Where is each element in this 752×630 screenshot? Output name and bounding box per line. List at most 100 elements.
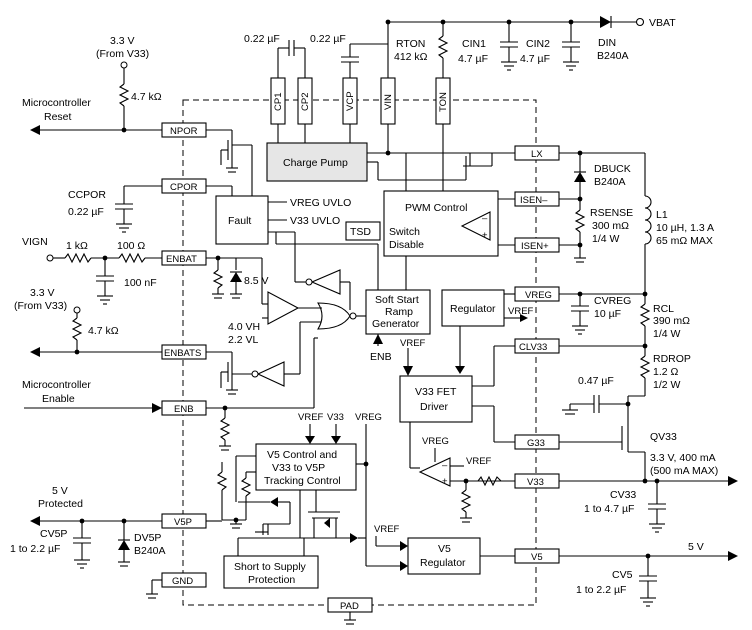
svg-text:V33 FET: V33 FET [415, 386, 457, 398]
svg-text:Driver: Driver [420, 401, 449, 413]
r47-top-value: 4.7 kΩ [131, 91, 162, 103]
rcl-value: 390 mΩ [653, 315, 690, 327]
cv5p-value: 1 to 2.2 µF [10, 543, 60, 555]
dbuck-label: DBUCK [594, 163, 631, 175]
charge-pump-block: Charge Pump [266, 142, 368, 182]
v33-top-label: 3.3 V [110, 35, 135, 47]
svg-text:–: – [442, 460, 448, 471]
rsense-label: RSENSE [590, 207, 633, 219]
rsense-value: 300 mΩ [592, 220, 629, 232]
cin1-value: 4.7 µF [458, 53, 488, 65]
cp-cap-value: 0.22 µF [244, 33, 280, 45]
l1-inductor: L1 10 µH, 1.3 A 65 mΩ MAX [642, 153, 714, 297]
cv33-value: 1 to 4.7 µF [584, 503, 634, 515]
vref-reg-label: VREF [508, 306, 534, 317]
svg-text:VIN: VIN [383, 94, 394, 110]
vbat-terminal [635, 17, 645, 27]
rsense-watt: 1/4 W [592, 233, 620, 245]
out33-label-2: (500 mA MAX) [650, 465, 718, 477]
svg-text:V5 Control and: V5 Control and [267, 449, 337, 461]
r47-mid-value: 4.7 kΩ [88, 325, 119, 337]
svg-text:TSD: TSD [350, 226, 371, 238]
din-part: B240A [597, 50, 629, 62]
svg-text:V33 to V5P: V33 to V5P [272, 462, 325, 474]
vref-v5reg-label: VREF [374, 524, 400, 535]
c047-value: 0.47 µF [578, 375, 614, 387]
cvreg-label: CVREG [594, 295, 631, 307]
cin2-capacitor: CIN2 4.7 µF [520, 22, 580, 71]
vcp-cap-value: 0.22 µF [310, 33, 346, 45]
pin-vcp: VCP [342, 77, 358, 125]
cv5p-label: CV5P [40, 528, 67, 540]
svg-text:V5: V5 [531, 552, 543, 563]
v33-uvlo-label: V33 UVLO [290, 215, 340, 227]
v33-error-amp: – + VREG VREF [418, 436, 515, 523]
rdrop-value: 1.2 Ω [653, 366, 679, 378]
gnd-pad-pins: GND PAD [146, 572, 373, 625]
out33-label-1: 3.3 V, 400 mA [650, 452, 716, 464]
svg-text:Switch: Switch [389, 226, 420, 238]
vref-amp-label: VREF [466, 456, 492, 467]
rton-value: 412 kΩ [394, 51, 428, 63]
vref-v5ctrl-label: VREF [298, 412, 324, 423]
svg-text:ENB: ENB [174, 404, 194, 415]
qv33-mosfet: G33 QV33 [514, 426, 677, 481]
v5-feedback-dividers [216, 455, 290, 529]
rcl-label: RCL [653, 303, 674, 315]
qv33-label: QV33 [650, 431, 677, 443]
svg-text:TON: TON [438, 92, 449, 112]
r1k-value: 1 kΩ [66, 240, 88, 252]
svg-text:PAD: PAD [340, 601, 359, 612]
rton-label: RTON [396, 38, 425, 50]
l1-value-1: 10 µH, 1.3 A [656, 222, 714, 234]
inverter-top [268, 231, 351, 310]
vl-label: 2.2 VL [228, 334, 259, 346]
v5-control-block: VREF V33 VREG V5 Control and V33 to V5P … [255, 412, 382, 544]
or-gate [298, 302, 366, 330]
vbat-label: VBAT [649, 17, 676, 29]
svg-text:ISEN+: ISEN+ [521, 241, 549, 252]
mcu-reset-label: Microcontroller [22, 97, 91, 109]
rcl-rdrop-section: RCL 390 mΩ 1/4 W CLV33 RDROP 1.2 Ω 1/2 W [514, 294, 691, 426]
svg-text:CP2: CP2 [300, 93, 311, 111]
l1-label: L1 [656, 209, 668, 221]
rdrop-watt: 1/2 W [653, 379, 681, 391]
mcu-reset-sub: Reset [44, 111, 72, 123]
svg-text:CPOR: CPOR [170, 182, 198, 193]
cvreg-value: 10 µF [594, 308, 621, 320]
r100-value: 100 Ω [117, 240, 145, 252]
svg-text:+: + [442, 476, 448, 487]
svg-text:NPOR: NPOR [170, 126, 198, 137]
svg-text:LX: LX [531, 149, 543, 160]
vref-fet-label: VREF [400, 338, 426, 349]
vign-label: VIGN [22, 236, 48, 248]
dbuck-part: B240A [594, 176, 626, 188]
enb-internal-label: ENB [370, 351, 392, 363]
pwm-control-block: PWM Control – + TSD Switch Disable [345, 190, 499, 257]
hysteresis-comparator: 4.0 VH 2.2 VL [228, 291, 300, 346]
c100n-value: 100 nF [124, 277, 157, 289]
l1-value-2: 65 mΩ MAX [656, 235, 713, 247]
svg-text:Regulator: Regulator [420, 557, 466, 569]
cv33-label: CV33 [610, 489, 636, 501]
svg-text:GND: GND [172, 576, 193, 587]
din-label: DIN [598, 37, 616, 49]
v33-top-source: (From V33) [96, 48, 149, 60]
v33-v5ctrl-label: V33 [327, 412, 344, 423]
zener-8v5: 8.5 V [244, 275, 269, 287]
svg-text:Ramp: Ramp [385, 306, 413, 318]
v33-output: V33 3.3 V, 400 mA (500 mA MAX) CV33 1 to… [514, 452, 738, 533]
svg-text:Fault: Fault [228, 215, 251, 227]
vreg-v5ctrl-label: VREG [355, 412, 382, 423]
v5p-switch [238, 490, 366, 543]
vreg-section: Regulator VREG CVREG 10 µF VREF [441, 286, 645, 374]
svg-text:ENBATS: ENBATS [164, 348, 201, 359]
cin1-capacitor: CIN1 4.7 µF [458, 22, 518, 71]
rcl-watt: 1/4 W [653, 328, 681, 340]
cpor-section: CCPOR 0.22 µF CPOR [68, 178, 233, 233]
svg-text:G33: G33 [527, 438, 545, 449]
v5p-output: 5 V Protected V5P CV5P 1 to 2.2 µF DV5P … [10, 485, 222, 569]
vreg-uvlo-label: VREG UVLO [290, 197, 351, 209]
cin2-value: 4.7 µF [520, 53, 550, 65]
